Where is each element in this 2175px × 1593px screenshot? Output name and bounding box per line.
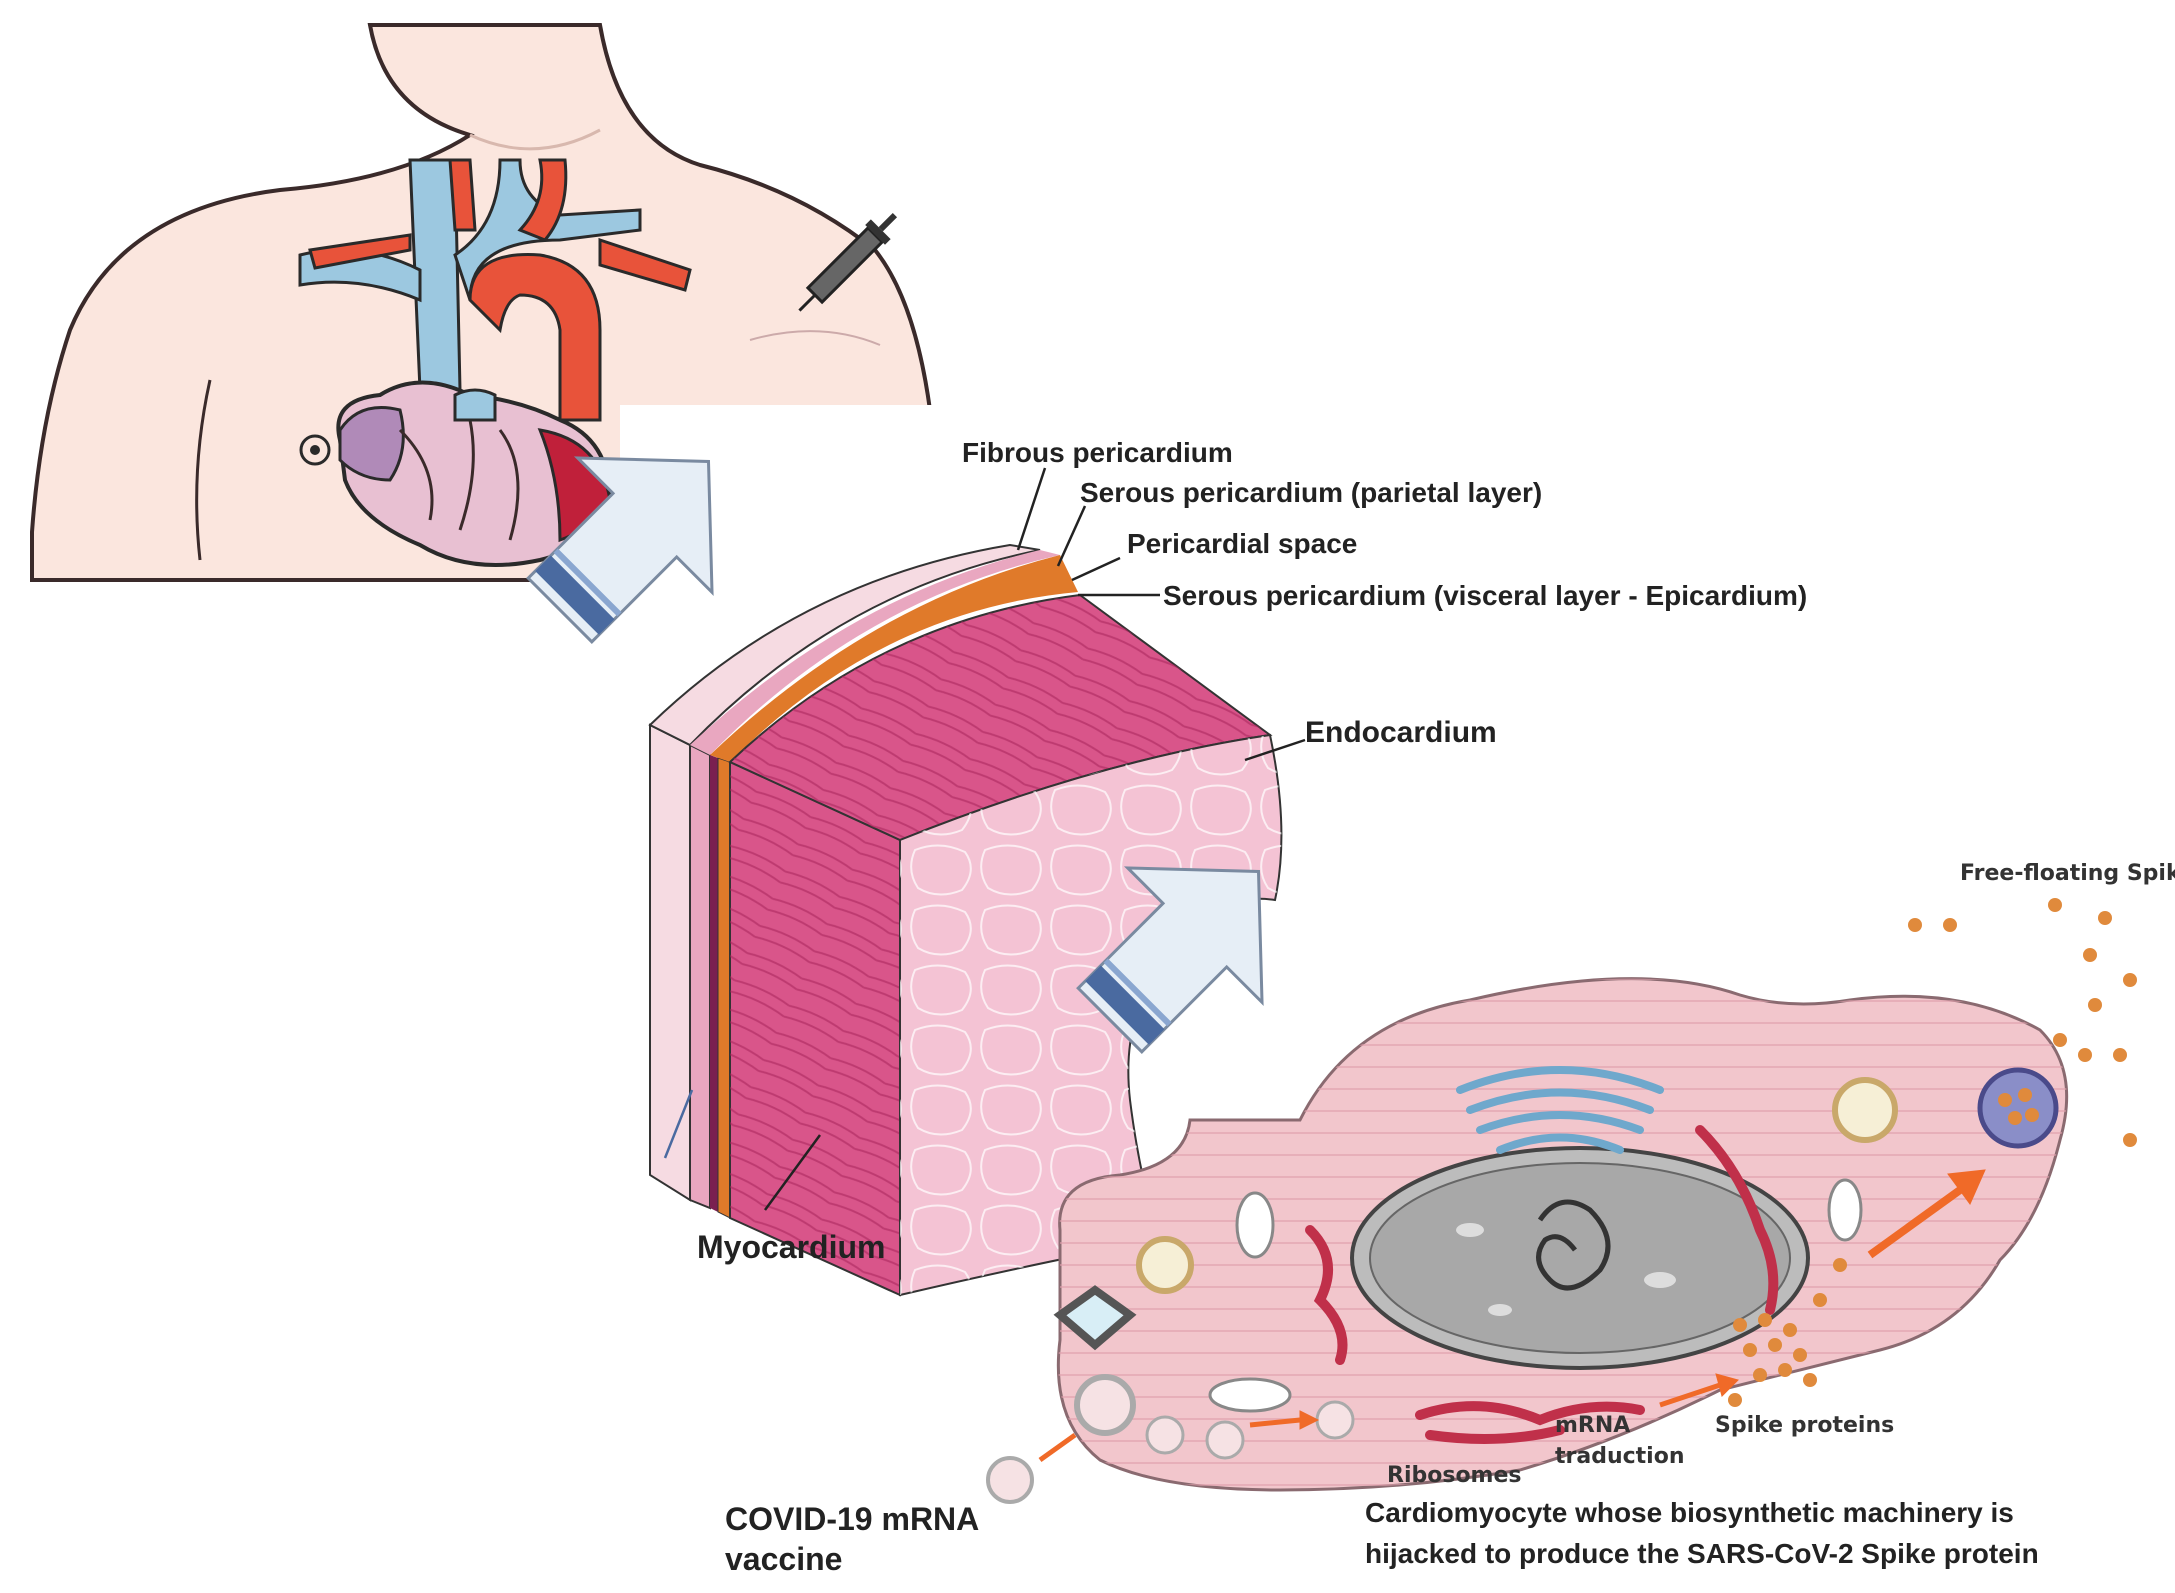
- mitochondrion: [1235, 1191, 1275, 1259]
- label-vaccine-line2: vaccine: [725, 1541, 842, 1577]
- label-myocardium: Myocardium: [697, 1229, 885, 1265]
- mitochondrion: [1208, 1377, 1292, 1413]
- label-traduction: traduction: [1555, 1444, 1685, 1469]
- label-spike-proteins: Spike proteins: [1715, 1413, 1894, 1438]
- lysosome: [1053, 1285, 1137, 1351]
- cardiomyocyte-cell: [1053, 977, 2069, 1492]
- vesicle: [1136, 1236, 1194, 1294]
- free-floating-spikes: [1908, 898, 2137, 1147]
- label-serous-visceral: Serous pericardium (visceral layer - Epi…: [1163, 580, 1807, 611]
- mitochondrion: [1827, 1178, 1863, 1242]
- vesicle: [1832, 1077, 1898, 1143]
- label-endocardium: Endocardium: [1305, 716, 1497, 749]
- label-free-floating-spike: Free-floating Spike: [1960, 861, 2175, 886]
- lipid-nanoparticle: [1205, 1420, 1245, 1460]
- vaccine-particle: [986, 1456, 1034, 1504]
- spike-vesicle: [1977, 1067, 2059, 1149]
- label-pericardial-space: Pericardial space: [1127, 528, 1357, 559]
- caption-line2: hijacked to produce the SARS-CoV-2 Spike…: [1365, 1538, 2039, 1569]
- label-mrna: mRNA: [1555, 1413, 1630, 1438]
- syringe-icon: [798, 212, 898, 312]
- label-serous-parietal: Serous pericardium (parietal layer): [1080, 477, 1542, 508]
- label-vaccine-line1: COVID-19 mRNA: [725, 1501, 979, 1537]
- process-arrows: [1038, 1169, 1986, 1463]
- nucleus: [1350, 1146, 1810, 1370]
- label-ribosomes: Ribosomes: [1387, 1463, 1522, 1488]
- lipid-nanoparticle: [1315, 1400, 1355, 1440]
- great-vessels: [298, 158, 692, 422]
- golgi-apparatus: [1456, 1066, 1664, 1154]
- spike-proteins-cluster: [1728, 1258, 1847, 1407]
- caption-line1: Cardiomyocyte whose biosynthetic machine…: [1365, 1497, 2014, 1528]
- leader-lines: [663, 467, 1306, 1211]
- vaccine-endosome: [1074, 1374, 1136, 1436]
- endoplasmic-reticulum: [1305, 1125, 1779, 1444]
- zoom-arrow-2: [1076, 866, 1264, 1054]
- zoom-arrow-1: [526, 456, 714, 644]
- label-fibrous-pericardium: Fibrous pericardium: [962, 437, 1233, 468]
- lipid-nanoparticle: [1145, 1415, 1185, 1455]
